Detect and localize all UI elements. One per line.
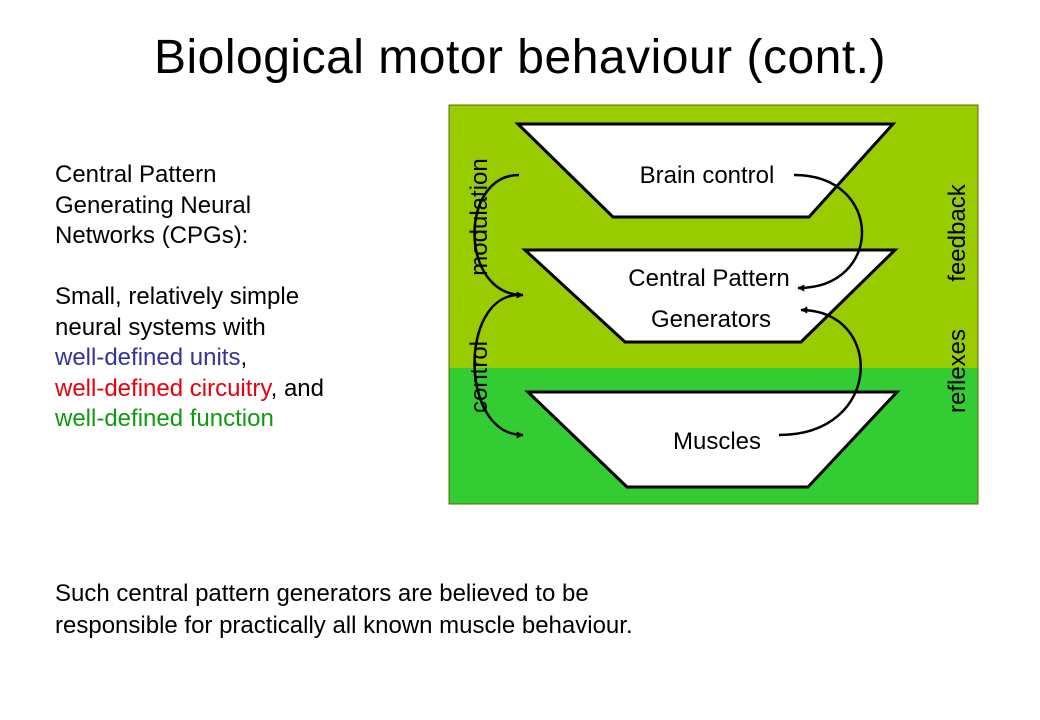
function-line: well-defined function [55, 404, 445, 435]
description-line: Networks (CPGs): [55, 222, 249, 249]
cpg-description: Central Pattern Generating Neural Networ… [55, 160, 445, 435]
description-line: neural systems with [55, 313, 266, 341]
modulation-label: modulation [466, 158, 493, 275]
muscles-box [524, 390, 901, 489]
brain-control-box [514, 122, 897, 219]
circuitry-text: well-defined circuitry [55, 374, 271, 402]
function-text: well-defined function [55, 405, 274, 432]
feedback-arrow [793, 173, 864, 292]
diagram-canvas: Brain control Central Pattern Generators… [448, 104, 979, 505]
units-suffix: , [240, 344, 248, 371]
units-line: well-defined units, [55, 343, 445, 374]
description-line: Central Pattern [55, 161, 217, 188]
summary-line: Such central pattern generators are beli… [55, 580, 589, 607]
diagram-frame [448, 104, 979, 505]
description-line: Generating Neural [55, 191, 252, 219]
reflexes-label: reflexes [944, 329, 971, 413]
slide-title: Biological motor behaviour (cont.) [153, 31, 886, 84]
cpg-label-line1: Central Pattern [628, 265, 789, 292]
description-line: Small, relatively simple [55, 283, 300, 310]
muscles-label: Muscles [673, 428, 761, 455]
reflexes-arrow [778, 306, 862, 437]
circuitry-line: well-defined circuitry, and [55, 374, 445, 405]
units-text: well-defined units [55, 344, 241, 371]
brain-control-label: Brain control [640, 162, 775, 189]
motor-hierarchy-diagram: Brain control Central Pattern Generators… [448, 104, 979, 505]
feedback-label: feedback [944, 183, 971, 281]
control-arrow [473, 293, 524, 439]
cpg-box [521, 248, 899, 344]
paragraph-spacer [55, 252, 445, 283]
summary-text: Such central pattern generators are beli… [55, 578, 955, 642]
control-label: control [466, 341, 493, 413]
summary-line: responsible for practically all known mu… [55, 612, 633, 639]
cpg-label-line2: Generators [651, 306, 771, 333]
modulation-arrow [473, 173, 524, 299]
circuitry-suffix: , and [270, 374, 325, 402]
